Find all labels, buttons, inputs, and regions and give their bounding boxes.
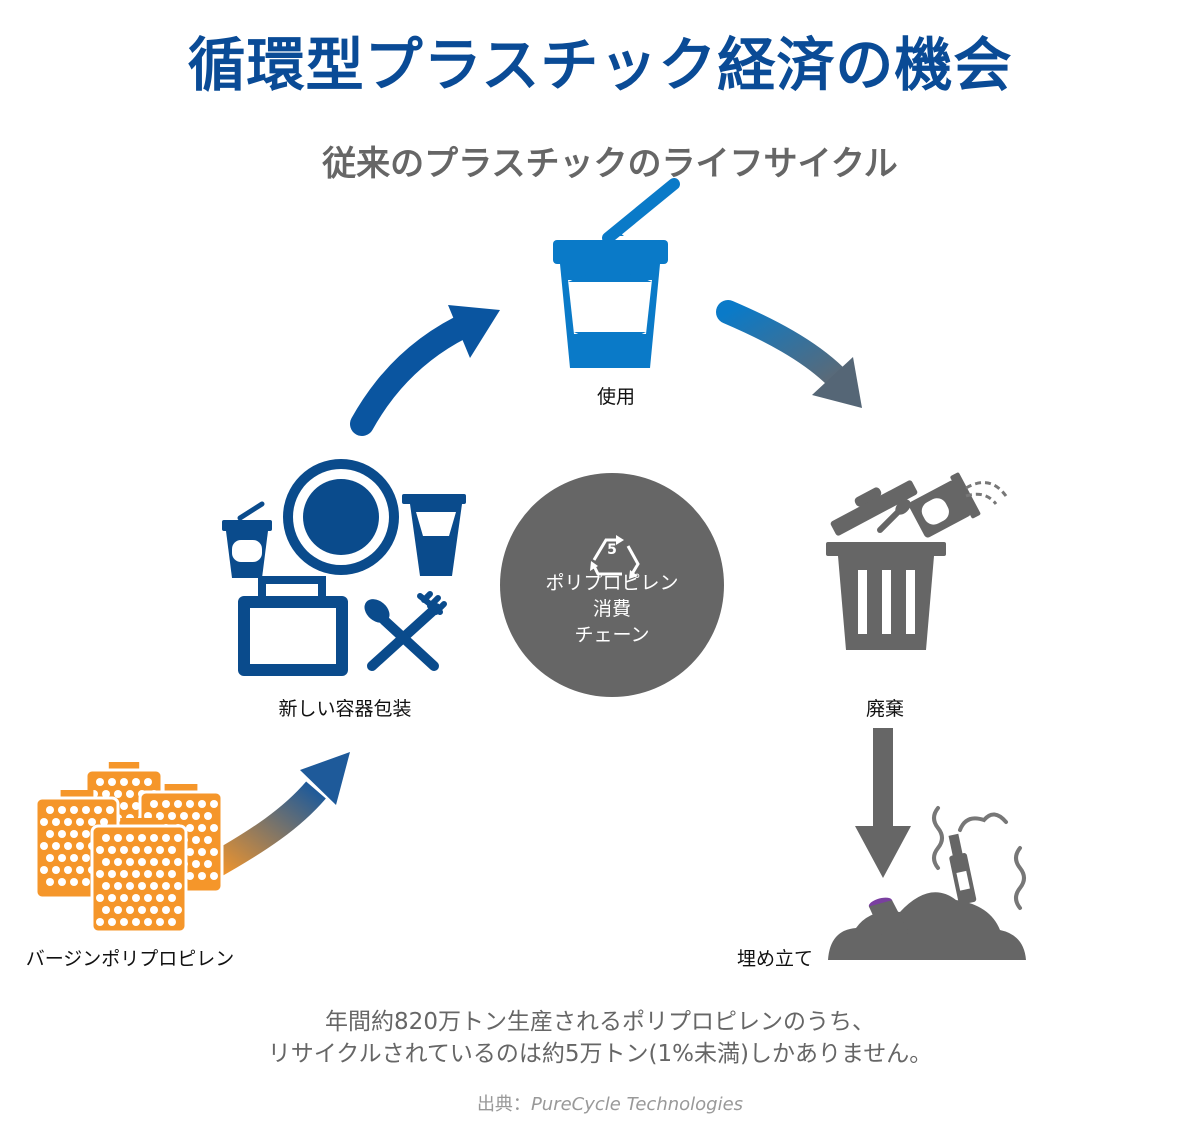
source-prefix: 出典： — [476, 1094, 531, 1115]
footer-line-2: リサイクルされているのは約5万トン(1%未満)しかありません。 — [267, 1041, 933, 1067]
cutlery-icon — [364, 591, 447, 671]
drink-cup-icon — [402, 494, 466, 576]
page-subtitle: 従来のプラスチックのライフサイクル — [322, 144, 898, 184]
recycle-code-icon — [590, 535, 640, 579]
arrow-to-use — [350, 305, 500, 436]
stage-label-landfill: 埋め立て — [736, 948, 813, 970]
packaging-icons — [222, 459, 466, 676]
arrow-to-packaging — [203, 752, 350, 880]
stage-label-disposal: 廃棄 — [865, 698, 904, 720]
center-line-1: ポリプロピレン — [545, 572, 679, 594]
stage-label-new-packaging: 新しい容器包装 — [278, 698, 412, 720]
source-credit: 出典：PureCycle Technologies — [0, 1090, 1200, 1116]
source-name: PureCycle Technologies — [530, 1094, 744, 1115]
pp-consumption-circle — [500, 473, 724, 697]
arrow-to-landfill — [855, 728, 911, 878]
plate-icon — [283, 459, 399, 575]
landfill-icon — [828, 806, 1026, 960]
arrow-to-disposal — [716, 300, 862, 408]
stage-label-virgin-pp: バージンポリプロピレン — [25, 948, 235, 970]
stage-label-use: 使用 — [596, 386, 635, 408]
center-line-3: チェーン — [574, 624, 650, 646]
trash-can-icon — [826, 472, 1008, 650]
container-icon — [238, 576, 348, 676]
footer-line-1: 年間約820万トン生産されるポリプロピレンのうち、 — [325, 1009, 875, 1035]
small-cup-icon — [222, 501, 272, 578]
page-title: 循環型プラスチック経済の機会 — [187, 31, 1013, 99]
recycle-code-number: 5 — [607, 542, 617, 558]
pp-bag-4 — [90, 818, 188, 934]
center-line-2: 消費 — [592, 598, 631, 620]
virgin-pp-bags-icon — [34, 762, 224, 934]
cup-icon — [553, 178, 680, 368]
